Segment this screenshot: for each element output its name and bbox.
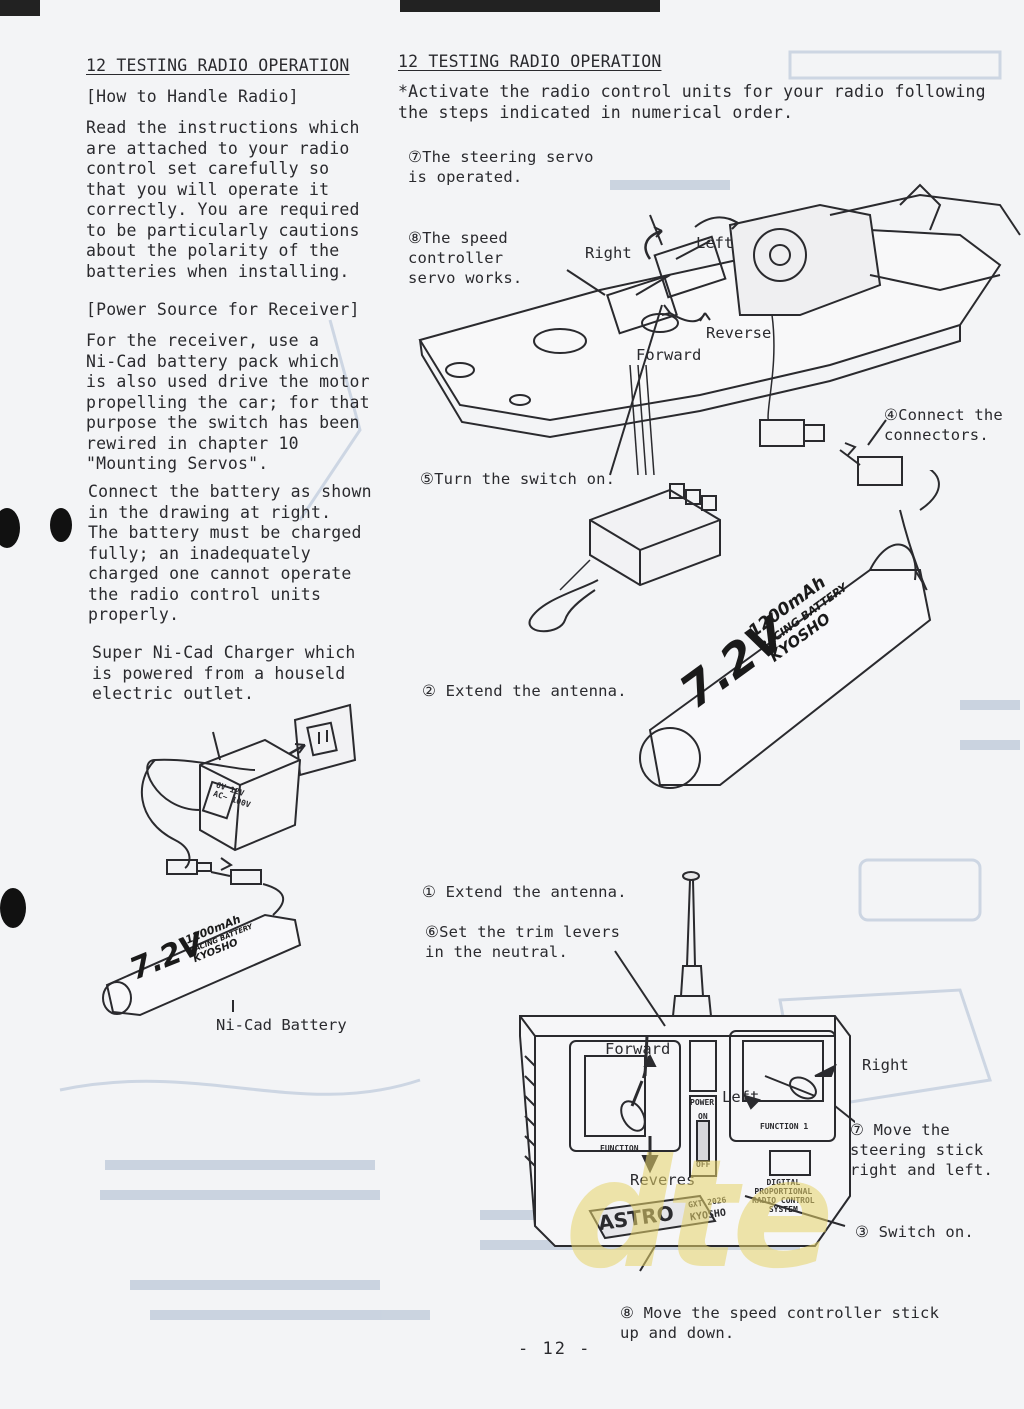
tx-on-label: ON [698, 1112, 708, 1121]
top-scan-mark-right [400, 0, 660, 12]
charger-diagram: 7.2V 1200mAh RACING BATTERY KYOSHO [102, 703, 357, 1017]
binder-hole-bottom [0, 888, 26, 928]
step-7-steering-stick: ⑦ Move the steering stick right and left… [850, 1121, 993, 1179]
para-handle-radio: Read the instructions which are attached… [86, 118, 360, 281]
top-scan-mark-left [0, 0, 40, 16]
transmitter-diagram [519, 871, 855, 1272]
receiver-and-battery-diagram: 7.2V 1200mAh RACING BATTERY KYOSHO [528, 470, 940, 789]
tx-label-forward: Forward [605, 1040, 671, 1058]
page-number: - 12 - [518, 1339, 592, 1359]
left-heading: 12 TESTING RADIO OPERATION [86, 56, 350, 75]
label-forward: Forward [636, 346, 702, 364]
tx-digital-label: DIGITAL PROPORTIONAL RADIO CONTROL SYSTE… [752, 1178, 815, 1214]
para-power-source: For the receiver, use a Ni-Cad battery p… [86, 331, 370, 473]
step-2-antenna: ② Extend the antenna. [422, 682, 627, 700]
step-8-speed-stick: ⑧ Move the speed controller stick up and… [620, 1304, 940, 1342]
chassis-diagram [418, 183, 1021, 486]
tx-label-right: Right [862, 1056, 909, 1074]
tx-power-label: POWER [690, 1098, 715, 1107]
step-5-switch: ⑤Turn the switch on. [420, 470, 616, 488]
step-3-switch-on: ③ Switch on. [855, 1223, 974, 1241]
label-reverse: Reverse [706, 324, 772, 342]
label-right: Right [585, 244, 632, 262]
tx-label-left: Left [722, 1088, 760, 1106]
intro-text: *Activate the radio control units for yo… [398, 82, 986, 122]
watermark-logo: dte [565, 1128, 834, 1302]
right-heading: 12 TESTING RADIO OPERATION [398, 52, 662, 71]
subheading-handle-radio: [How to Handle Radio] [86, 87, 299, 106]
tx-function1-label: FUNCTION 1 [760, 1122, 809, 1131]
step-4-connect: ④Connect the connectors. [884, 406, 1003, 444]
step-6-trim: ⑥Set the trim levers in the neutral. [425, 923, 621, 961]
tx-function-label: FUNCTION [600, 1144, 639, 1153]
label-left: Left [696, 234, 734, 252]
subheading-power-source: [Power Source for Receiver] [86, 300, 360, 319]
step-7-steering-servo: ⑦The steering servo is operated. [408, 148, 594, 186]
tx-label-reverse: Reveres [630, 1171, 696, 1189]
binder-hole-mid [50, 508, 72, 542]
para-connect-battery: Connect the battery as shown in the draw… [88, 482, 372, 624]
step-1-antenna: ① Extend the antenna. [422, 883, 627, 901]
para-charger: Super Ni-Cad Charger which is powered fr… [92, 643, 356, 703]
binder-hole-top [0, 508, 20, 548]
label-nicad-battery: Ni-Cad Battery [216, 1016, 347, 1034]
step-8-speed-servo: ⑧The speed controller servo works. [408, 229, 523, 287]
tx-off-label: OFF [696, 1160, 711, 1169]
